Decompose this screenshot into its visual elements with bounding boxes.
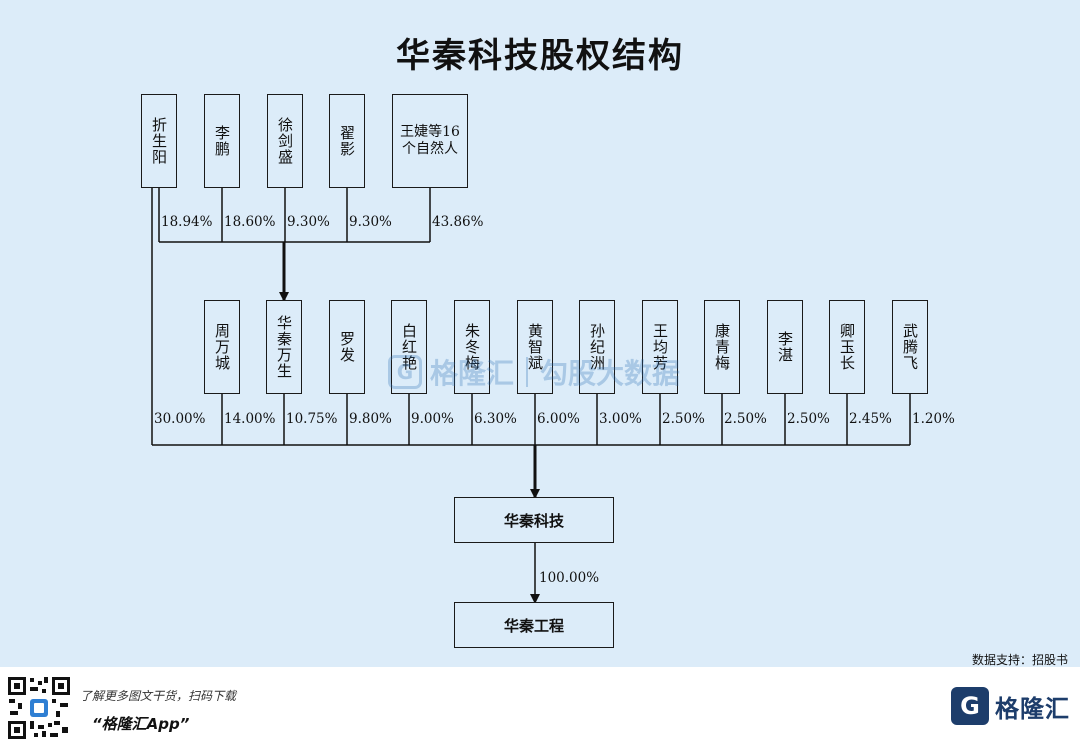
promo-app-name: “格隆汇App” [92, 715, 190, 733]
qr-code-icon[interactable] [6, 675, 72, 741]
source-note: 数据支持：招股书 [971, 653, 1068, 667]
holder-name: 周万城 [213, 323, 231, 371]
holder-name: 李湛 [776, 331, 794, 363]
holder-name: 孙纪洲 [588, 323, 606, 371]
pct-label: 18.60% [224, 214, 276, 230]
pct-label: 9.80% [349, 411, 392, 427]
holder-huaqin-wansheng: 华秦万生 [266, 300, 302, 394]
pct-label-subsidiary: 100.00% [539, 570, 600, 586]
pct-label: 9.30% [349, 214, 392, 230]
holder-name: 康青梅 [713, 323, 731, 371]
company-name: 华秦科技 [503, 511, 564, 530]
holder-name: 王婕等16个自然人 [400, 124, 460, 157]
holder-zhai-ying: 翟影 [329, 94, 365, 188]
pct-label: 3.00% [599, 411, 642, 427]
pct-label: 2.45% [849, 411, 892, 427]
holder-luo-fa: 罗发 [329, 300, 365, 394]
diagram-title: 华秦科技股权结构 [396, 36, 684, 76]
pct-label: 10.75% [286, 411, 338, 427]
pct-label: 6.30% [474, 411, 517, 427]
pct-label: 9.00% [411, 411, 454, 427]
holder-zhe-shengyang: 折生阳 [141, 94, 177, 188]
pct-label-direct: 30.00% [154, 411, 206, 427]
holder-kang-qingmei: 康青梅 [704, 300, 740, 394]
holder-zhu-dongmei: 朱冬梅 [454, 300, 490, 394]
pct-label: 2.50% [662, 411, 705, 427]
holder-wu-tengfei: 武腾飞 [892, 300, 928, 394]
brand-logo-icon: G [951, 687, 989, 725]
holder-name: 华秦万生 [275, 315, 293, 379]
holder-qing-yuchang: 卿玉长 [829, 300, 865, 394]
holder-name: 卿玉长 [838, 323, 856, 371]
pct-label: 2.50% [787, 411, 830, 427]
holder-name: 翟影 [338, 125, 356, 157]
holder-wang-jie-group: 王婕等16个自然人 [392, 94, 468, 188]
holder-name: 朱冬梅 [463, 323, 481, 371]
footer-banner: 了解更多图文干货，扫码下载 “格隆汇App” G 格隆汇 [0, 667, 1080, 746]
holder-name: 王均芳 [651, 323, 669, 371]
pct-label: 18.94% [161, 214, 213, 230]
holder-name: 罗发 [338, 331, 356, 363]
holder-name: 白红艳 [400, 323, 418, 371]
promo-text: 了解更多图文干货，扫码下载 [80, 689, 237, 703]
holder-zhou-wancheng: 周万城 [204, 300, 240, 394]
holder-name: 李鹏 [213, 125, 231, 157]
holder-wang-junfang: 王均芳 [642, 300, 678, 394]
brand-block: G 格隆汇 [951, 687, 1070, 725]
holder-name: 折生阳 [150, 117, 168, 165]
holder-name: 黄智斌 [526, 323, 544, 371]
pct-label: 6.00% [537, 411, 580, 427]
company-box-huaqin-gongcheng: 华秦工程 [454, 602, 614, 648]
holder-li-zhan: 李湛 [767, 300, 803, 394]
pct-label: 1.20% [912, 411, 955, 427]
holder-sun-jizhou: 孙纪洲 [579, 300, 615, 394]
holder-name: 武腾飞 [901, 323, 919, 371]
pct-label: 2.50% [724, 411, 767, 427]
pct-label: 43.86% [432, 214, 484, 230]
holder-xu-jiansheng: 徐剑盛 [267, 94, 303, 188]
holder-li-peng: 李鹏 [204, 94, 240, 188]
holder-name: 徐剑盛 [276, 117, 294, 165]
pct-label: 14.00% [224, 411, 276, 427]
holder-bai-hongyan: 白红艳 [391, 300, 427, 394]
brand-name: 格隆汇 [995, 694, 1070, 723]
subsidiary-name: 华秦工程 [503, 616, 564, 635]
pct-label: 9.30% [287, 214, 330, 230]
company-box-huaqin-keji: 华秦科技 [454, 497, 614, 543]
holder-huang-zhibin: 黄智斌 [517, 300, 553, 394]
